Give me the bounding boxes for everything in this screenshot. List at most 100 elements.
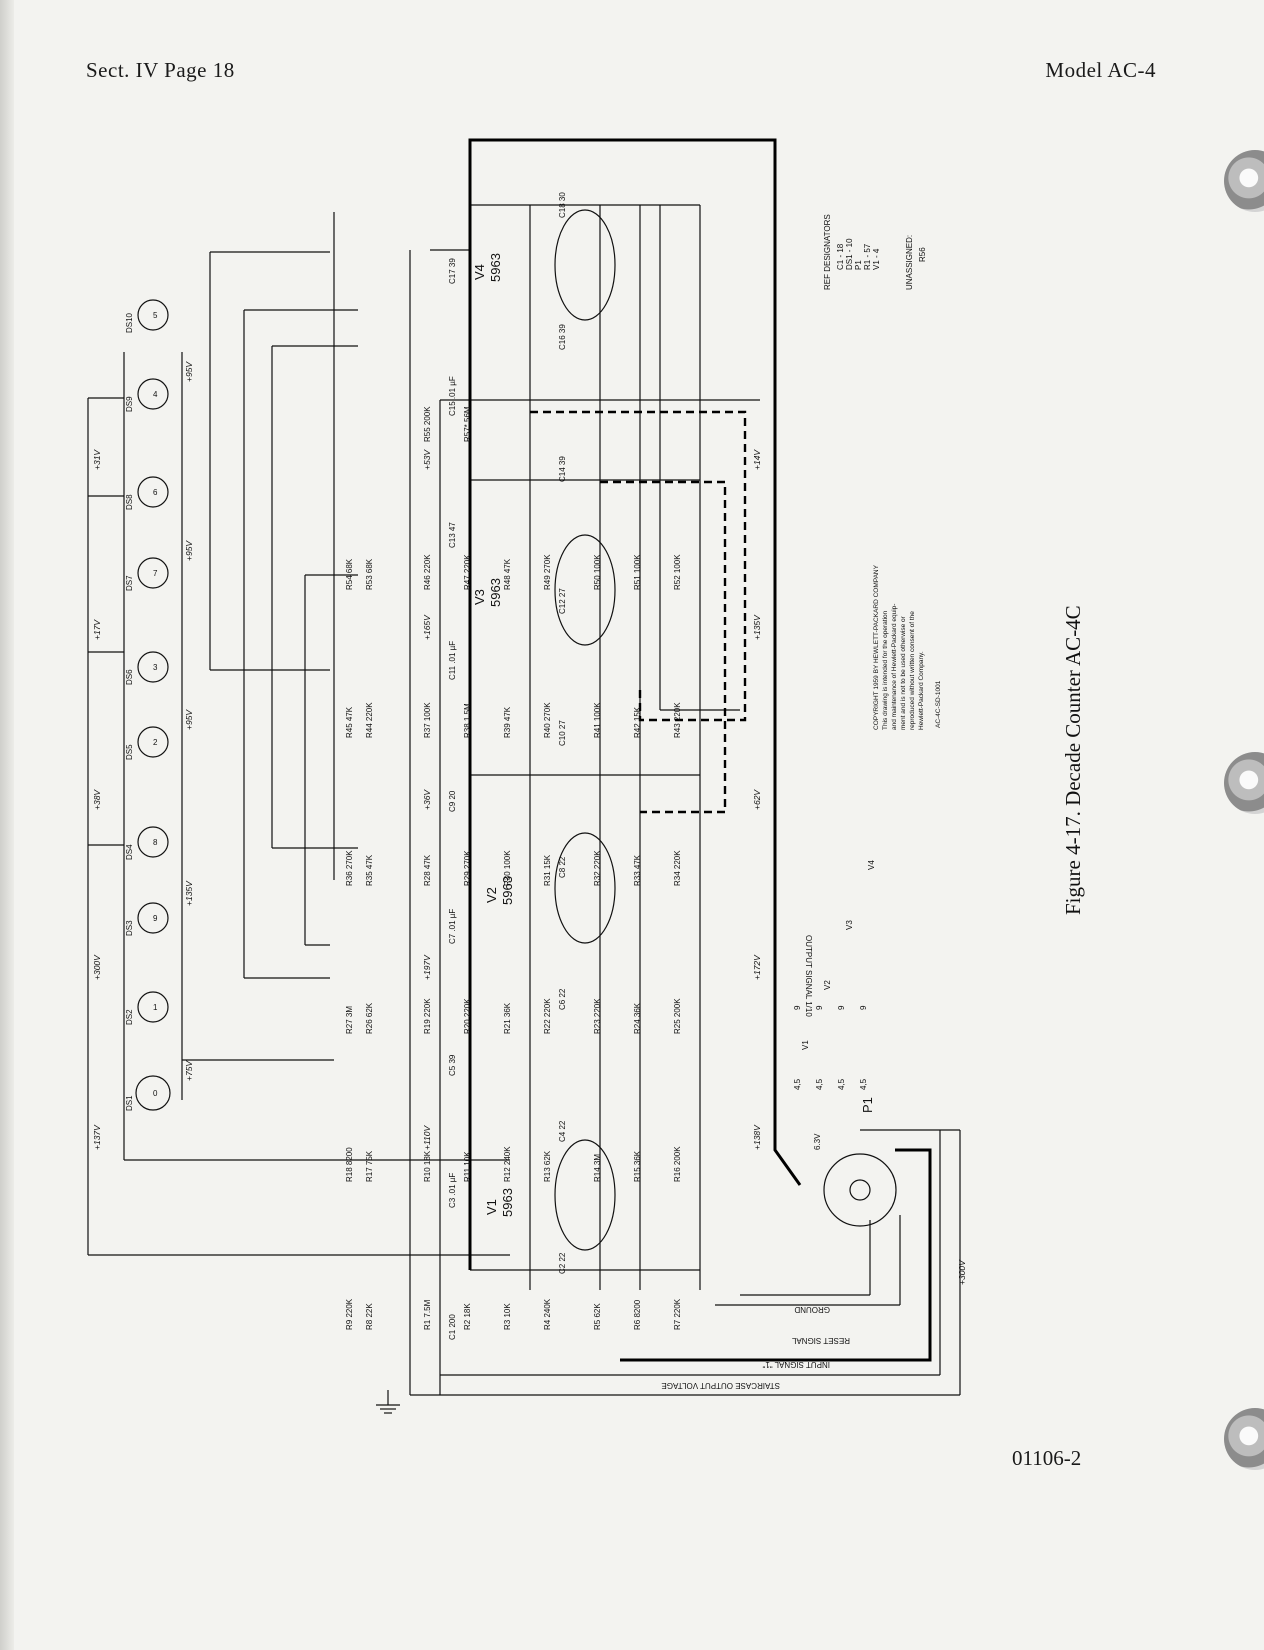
lamp-ref-ds3: DS3	[125, 920, 134, 936]
resistor-label: R48 47K	[503, 558, 512, 590]
connector-tube-ref: V3	[845, 920, 854, 930]
lamp-digit-ds2: 1	[153, 1003, 158, 1012]
resistor-label: R35 47K	[365, 854, 374, 886]
lamp-digit-ds1: 0	[153, 1089, 158, 1098]
section-page-header: Sect. IV Page 18	[86, 58, 235, 82]
tube-type-v3: 5963	[488, 578, 503, 607]
lamp-ref-ds5: DS5	[125, 744, 134, 760]
connector-pin-label: 9	[837, 1005, 846, 1010]
resistor-label: R57* 56M	[463, 406, 472, 442]
voltage-label: +17V	[92, 619, 102, 640]
lamp-digit-ds9: 4	[153, 390, 158, 399]
resistor-label: R10 18K	[423, 1150, 432, 1182]
resistor-label: R12 240K	[503, 1146, 512, 1182]
resistor-label: R47 220K	[463, 554, 472, 590]
voltage-label: +165V	[422, 614, 432, 640]
connector-tube-ref: V4	[867, 860, 876, 870]
lamp-ref-ds9: DS9	[125, 396, 134, 412]
connector-pin-label: 4,5	[837, 1078, 846, 1090]
connector-tube-ref: V1	[801, 1040, 810, 1050]
resistor-label: R37 100K	[423, 702, 432, 738]
capacitor-label: C10 27	[558, 720, 567, 746]
resistor-label: R49 270K	[543, 554, 552, 590]
resistor-label: R42 15K	[633, 706, 642, 738]
ref-designator-item: P1	[854, 260, 863, 270]
lamp-voltage-ds5: +95V	[184, 709, 194, 730]
output-signal-label: OUTPUT SIGNAL 1/10	[804, 935, 813, 1017]
voltage-label: +300V	[92, 954, 102, 980]
tube-type-v4: 5963	[488, 253, 503, 282]
lamp-voltage-ds1: +75V	[184, 1060, 194, 1081]
resistor-label: R19 220K	[423, 998, 432, 1034]
capacitor-label: C14 39	[558, 456, 567, 482]
resistor-label: R38 1.5M	[463, 703, 472, 738]
resistor-label: R21 36K	[503, 1002, 512, 1034]
resistor-label: R41 100K	[593, 702, 602, 738]
copyright-line: COPYRIGHT 1959 BY HEWLETT-PACKARD COMPAN…	[873, 564, 880, 730]
tube-glyphs	[554, 209, 616, 1251]
ref-designator-item: DS1 - 10	[845, 238, 854, 270]
unassigned-title: UNASSIGNED:	[905, 235, 914, 290]
lamp-ref-ds1: DS1	[125, 1095, 134, 1111]
resistor-label: R39 47K	[503, 706, 512, 738]
voltage-label: +135V	[752, 614, 762, 640]
voltage-label: +14V	[752, 449, 762, 470]
lamp-voltage-ds3: +135V	[184, 880, 194, 906]
lamp-digit-ds10: 5	[153, 311, 158, 320]
connector-ref: P1	[860, 1097, 875, 1113]
resistor-label: R11 10K	[463, 1151, 472, 1182]
resistor-label: R29 270K	[463, 850, 472, 886]
connector-pin-label: 4,5	[815, 1078, 824, 1090]
resistor-label: R20 220K	[463, 998, 472, 1034]
connector-pin-label: 9	[793, 1005, 802, 1010]
resistor-label: R25 200K	[673, 998, 682, 1034]
lamp-ref-ds7: DS7	[125, 575, 134, 591]
voltage-label: +62V	[752, 789, 762, 810]
voltage-label: +110V	[422, 1124, 432, 1150]
tube-ref-v3: V3	[472, 589, 487, 605]
reset-signal-label: RESET SIGNAL	[791, 1336, 850, 1345]
resistor-label: R1 7.5M	[423, 1299, 432, 1330]
resistor-label: R50 100K	[593, 554, 602, 590]
model-header: Model AC-4	[1045, 58, 1156, 82]
voltage-label: +197V	[422, 954, 432, 980]
resistor-label: R7 220K	[673, 1298, 682, 1330]
ref-designator-item: R1 - 57	[863, 243, 872, 270]
voltage-label: +31V	[92, 449, 102, 470]
resistor-label: R31 15K	[543, 854, 552, 886]
ref-designators-title: REF DESIGNATORS	[823, 214, 832, 290]
connector-tube-ref: V2	[823, 980, 832, 990]
resistor-label: R36 270K	[345, 850, 354, 886]
resistor-label: R4 240K	[543, 1298, 552, 1330]
resistor-label: R15 36K	[633, 1150, 642, 1182]
capacitor-label: C9 20	[448, 790, 457, 812]
resistor-label: R44 220K	[365, 702, 374, 738]
capacitor-label: C3 .01 µF	[448, 1173, 457, 1208]
lamp-digit-ds3: 9	[153, 914, 158, 923]
lamp-digit-ds6: 3	[153, 663, 158, 672]
capacitor-label: C1 200	[448, 1314, 457, 1340]
voltage-label: +38V	[92, 789, 102, 810]
drawing-number: AC-4C-SD-1001	[935, 680, 942, 728]
resistor-label: R2 18K	[463, 1303, 472, 1330]
capacitor-label: C7 .01 µF	[448, 909, 457, 944]
lamp-ref-ds6: DS6	[125, 669, 134, 685]
connector-pin-label: 4,5	[859, 1078, 868, 1090]
resistor-label: R14 3M	[593, 1154, 602, 1182]
supply-300v-label: +300V	[957, 1259, 967, 1285]
resistor-label: R3 10K	[503, 1303, 512, 1330]
resistor-label: R5 62K	[593, 1303, 602, 1330]
copyright-line: reproduced without written consent of th…	[909, 611, 916, 730]
capacitor-label: C13 47	[448, 522, 457, 548]
ground-label: GROUND	[794, 1305, 830, 1314]
resistor-label: R33 47K	[633, 854, 642, 886]
figure-caption: Figure 4-17. Decade Counter AC-4C	[1061, 605, 1085, 915]
resistor-label: R46 220K	[423, 554, 432, 590]
copyright-line: ment and is not to be used otherwise or	[900, 615, 907, 730]
connector-p1-glyph	[823, 1153, 897, 1227]
lamp-ref-ds8: DS8	[125, 494, 134, 510]
lamp-digit-ds8: 6	[153, 488, 158, 497]
signal-lines	[468, 138, 932, 1362]
